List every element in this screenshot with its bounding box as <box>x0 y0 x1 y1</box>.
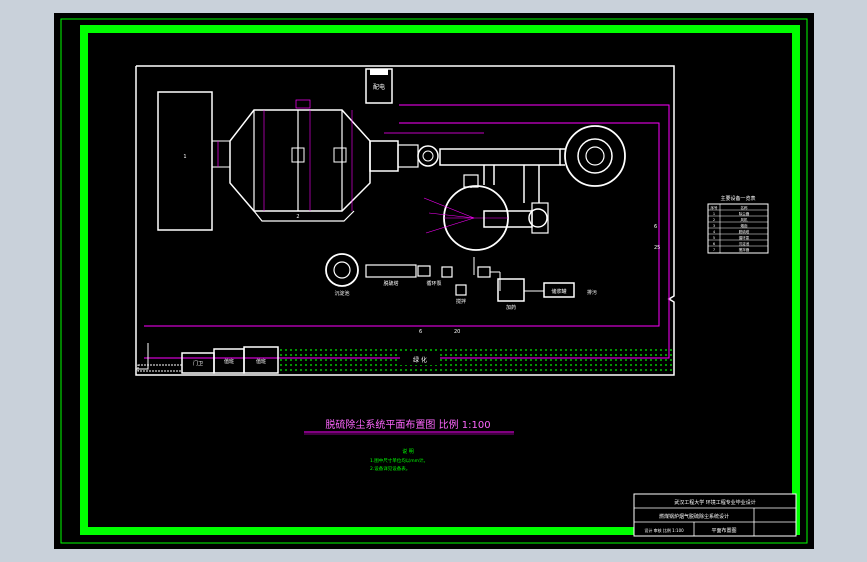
fan-1 <box>417 145 439 167</box>
table-cell: 搅拌器 <box>739 247 750 252</box>
outer-border <box>60 18 808 544</box>
unit-2-label: 2 <box>296 214 299 220</box>
room-a-label: 值班 <box>224 358 234 365</box>
table-cell: 1 <box>713 212 715 216</box>
outlet-duct <box>369 140 399 172</box>
sedimentation-pool <box>325 253 359 287</box>
equip-c-label: 搅拌 <box>456 298 466 305</box>
table-cell: 烟囱 <box>741 223 749 228</box>
title-block-row-3: 设计 审核 比例 1:100 <box>644 527 684 533</box>
drawing-sheet: 配电 1 2 沉淀池 脱硫塔 循环泵 搅拌 <box>54 13 814 549</box>
slurry-tank <box>543 282 575 298</box>
magenta-boundary-outer <box>144 104 670 359</box>
title-block-row-1: 武汉工程大学 环境工程专业毕业设计 <box>674 499 756 506</box>
table-cell: 2 <box>713 218 715 222</box>
site-boundary <box>135 65 675 376</box>
unit-1-label: 1 <box>183 154 186 160</box>
greenbelt-label: 绿 化 <box>413 356 427 364</box>
table-cell: 风机 <box>741 217 749 222</box>
equip-e-label: 储浆罐 <box>551 288 566 295</box>
equip-a-label: 脱硫塔 <box>383 280 398 287</box>
notes-heading: 说 明 <box>402 448 414 455</box>
table-cell: 除尘器 <box>739 211 750 216</box>
pipe-segment <box>365 264 417 278</box>
flue-pipe <box>439 148 561 166</box>
reagent-box <box>497 278 525 302</box>
chimney <box>564 125 626 187</box>
equip-d-label: 加药 <box>506 304 516 311</box>
cad-drawing: 配电 1 2 沉淀池 脱硫塔 循环泵 搅拌 <box>60 18 808 544</box>
desulfurization-tower <box>229 109 371 212</box>
magenta-boundary <box>144 122 660 327</box>
room-b-label: 值班 <box>256 358 266 365</box>
equipment-table-title: 主要设备一览表 <box>720 195 755 202</box>
table-cell: 序号 <box>711 205 719 210</box>
pool-label: 沉淀池 <box>334 290 349 297</box>
table-cell: 循环泵 <box>739 235 750 240</box>
equip-b-label: 循环泵 <box>426 280 441 287</box>
equipment-table: 主要设备一览表 序号 名称 1 除尘器 2 风机 3 烟囱 4 脱硫塔 5 循环… <box>707 195 769 254</box>
dim-c: 6 <box>654 224 657 230</box>
table-cell: 名称 <box>741 205 749 210</box>
title-block: 武汉工程大学 环境工程专业毕业设计 燃煤锅炉烟气脱硫除尘系统设计 设计 审核 比… <box>633 493 797 537</box>
table-cell: 沉淀池 <box>739 241 750 246</box>
note-1: 1.图中尺寸单位均以mm计。 <box>370 457 428 464</box>
equip-f-label: 排污 <box>587 289 597 296</box>
dim-d: 25 <box>654 245 660 251</box>
inlet-duct <box>211 140 231 168</box>
drawing-title: 脱硫除尘系统平面布置图 比例 1:100 <box>325 418 490 431</box>
table-cell: 脱硫塔 <box>739 229 750 234</box>
greenbelt <box>280 347 672 371</box>
note-2: 2.设备详见设备表。 <box>370 465 410 472</box>
table-cell: 7 <box>713 248 715 252</box>
dust-collector-box <box>157 91 213 231</box>
top-room-mark <box>370 69 388 75</box>
title-block-sheet: 平面布置图 <box>711 527 736 534</box>
table-cell: 5 <box>713 236 715 240</box>
inner-border <box>80 25 800 535</box>
dim-a: 6 <box>419 329 422 335</box>
title-block-row-2: 燃煤锅炉烟气脱硫除尘系统设计 <box>659 513 729 520</box>
table-cell: 4 <box>713 230 716 234</box>
gate-room-label: 门卫 <box>193 360 203 367</box>
top-room-label: 配电 <box>373 83 385 91</box>
dim-b: 20 <box>454 329 460 335</box>
table-cell: 3 <box>713 224 715 228</box>
table-cell: 6 <box>713 242 715 246</box>
room-b <box>243 346 279 374</box>
